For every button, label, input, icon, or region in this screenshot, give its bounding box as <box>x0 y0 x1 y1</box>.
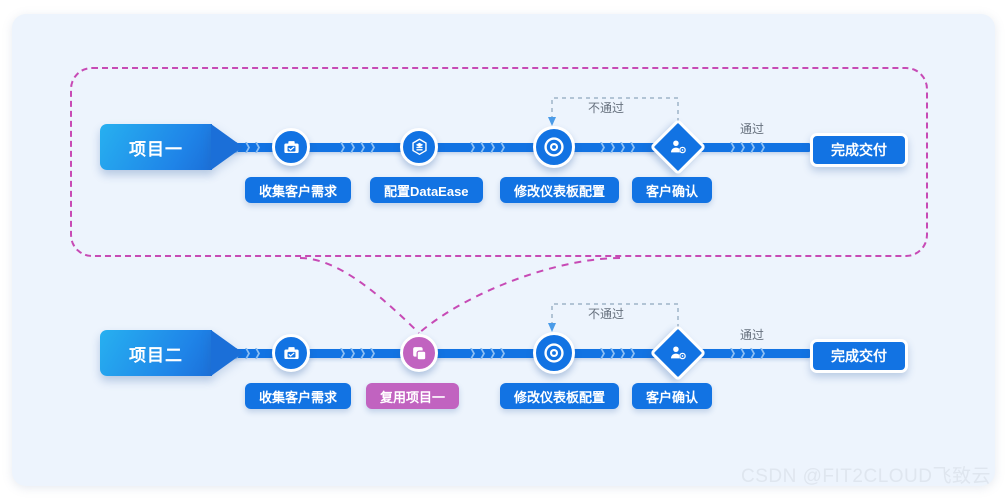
track-arrows-1d <box>600 141 646 154</box>
track-arrows-1e <box>730 141 776 154</box>
target-ring-icon <box>543 136 565 158</box>
track-arrows-1b <box>340 141 386 154</box>
chip-text: 客户确认 <box>646 389 699 405</box>
node-collect-requirements-row1[interactable] <box>272 128 310 166</box>
flow-start-tip <box>211 124 243 170</box>
copy-layers-icon <box>410 344 429 363</box>
flow-end-label: 完成交付 <box>831 142 887 158</box>
edge-label-approve-row2: 通过 <box>740 328 765 342</box>
node-customer-confirm-row2[interactable] <box>649 324 707 382</box>
node-label-modify-dashboard-row2[interactable]: 修改仪表板配置 <box>500 383 620 409</box>
hexagon-layers-icon <box>409 137 430 158</box>
node-label-customer-confirm-row1[interactable]: 客户确认 <box>632 177 713 203</box>
edge-label-reject-row2: 不通过 <box>588 307 625 321</box>
track-arrows-2c <box>470 347 516 360</box>
flow-track-row1 <box>185 143 810 152</box>
flow-start-label: 项目一 <box>129 139 183 159</box>
track-arrows-2d <box>600 347 646 360</box>
node-configure-dataease-row1[interactable] <box>400 128 438 166</box>
watermark: CSDN @FIT2CLOUD飞致云 <box>741 466 991 487</box>
flow-start-project-one[interactable]: 项目一 <box>100 124 243 170</box>
chip-text: 修改仪表板配置 <box>514 389 606 405</box>
chip-text: 客户确认 <box>646 183 699 199</box>
node-reuse-project-one-row2[interactable] <box>400 334 438 372</box>
flow-end-project-one[interactable]: 完成交付 <box>810 133 908 167</box>
node-label-reuse-project-one-row2[interactable]: 复用项目一 <box>366 383 460 409</box>
node-label-customer-confirm-row2[interactable]: 客户确认 <box>632 383 713 409</box>
chip-text: 复用项目一 <box>380 389 446 405</box>
node-label-configure-dataease-row1[interactable]: 配置DataEase <box>370 177 483 203</box>
node-modify-dashboard-row1[interactable] <box>533 126 575 168</box>
flow-start-label: 项目二 <box>129 345 183 365</box>
target-ring-icon <box>543 342 565 364</box>
node-label-collect-requirements-row2[interactable]: 收集客户需求 <box>245 383 352 409</box>
flow-track-row2 <box>185 349 810 358</box>
user-settings-icon <box>661 336 695 370</box>
edge-label-reject-row1: 不通过 <box>588 101 625 115</box>
user-settings-icon <box>661 130 695 164</box>
node-customer-confirm-row1[interactable] <box>649 118 707 176</box>
briefcase-check-icon <box>282 344 301 363</box>
node-label-modify-dashboard-row1[interactable]: 修改仪表板配置 <box>500 177 620 203</box>
node-label-collect-requirements-row1[interactable]: 收集客户需求 <box>245 177 352 203</box>
flow-start-tip <box>211 330 243 376</box>
flow-start-body: 项目二 <box>100 330 212 376</box>
track-arrows-2b <box>340 347 386 360</box>
edge-label-approve-row1: 通过 <box>740 122 765 136</box>
project-one-group-box <box>70 67 928 257</box>
chip-text: 收集客户需求 <box>259 183 338 199</box>
briefcase-check-icon <box>282 138 301 157</box>
flow-end-label: 完成交付 <box>831 348 887 364</box>
flow-start-body: 项目一 <box>100 124 212 170</box>
node-collect-requirements-row2[interactable] <box>272 334 310 372</box>
flow-start-project-two[interactable]: 项目二 <box>100 330 243 376</box>
chip-text: 收集客户需求 <box>259 389 338 405</box>
track-arrows-1c <box>470 141 516 154</box>
node-modify-dashboard-row2[interactable] <box>533 332 575 374</box>
track-arrows-2e <box>730 347 776 360</box>
flow-end-project-two[interactable]: 完成交付 <box>810 339 908 373</box>
chip-text: 配置DataEase <box>384 183 469 199</box>
chip-text: 修改仪表板配置 <box>514 183 606 199</box>
